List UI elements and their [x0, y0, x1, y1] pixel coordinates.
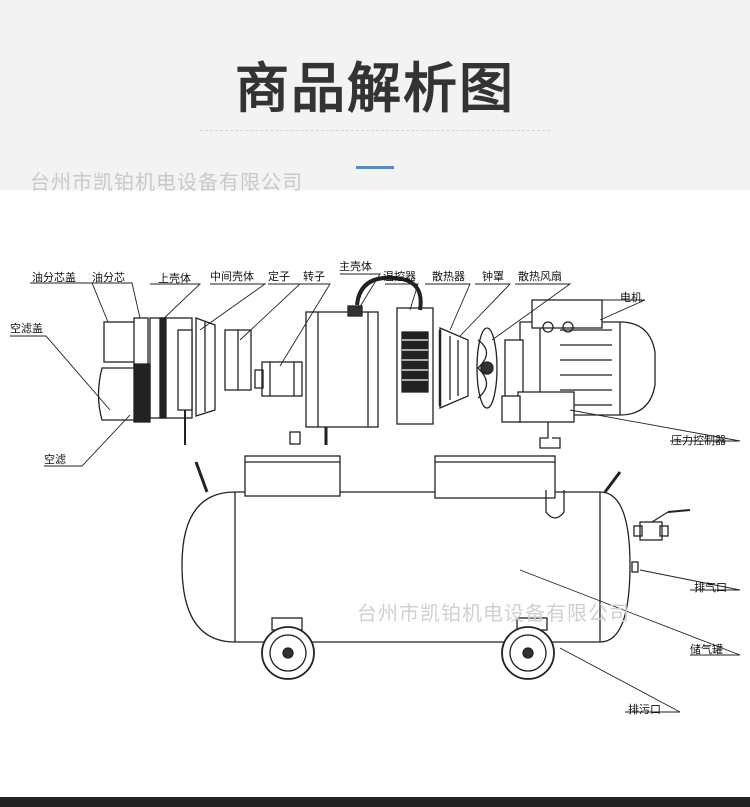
cooling-fan	[476, 327, 498, 409]
page-title: 商品解析图	[235, 57, 515, 120]
exploded-diagram: 油分芯盖 油分芯 上壳体 中间壳体 定子 转子 主壳体 温控器 散热器 钟罩 散…	[0, 190, 750, 807]
oil-core-cover	[103, 317, 149, 367]
diagram-drawing	[10, 273, 741, 713]
label-radiator: 散热器	[432, 270, 465, 283]
stator	[224, 329, 252, 391]
label-oil-core: 油分芯	[92, 271, 125, 284]
label-main-shell: 主壳体	[339, 260, 372, 273]
wheel-left	[261, 626, 315, 680]
radiator	[396, 307, 434, 425]
title-divider	[200, 130, 550, 131]
label-air-filter-cover: 空滤盖	[10, 322, 43, 335]
label-air-filter: 空滤	[44, 453, 66, 466]
diagram-watermark: 台州市凯铂机电设备有限公司	[357, 601, 630, 625]
upper-shell	[149, 317, 193, 445]
rotor	[254, 361, 303, 397]
pressure-controller	[501, 391, 575, 449]
label-thermostat: 温控器	[383, 270, 416, 283]
label-fan: 散热风扇	[518, 270, 562, 283]
title-accent-bar	[356, 166, 394, 169]
middle-shell	[195, 317, 216, 417]
main-shell	[289, 305, 379, 445]
label-upper-shell: 上壳体	[158, 272, 191, 285]
header-banner: 商品解析图	[0, 0, 750, 190]
air-filter	[97, 363, 151, 423]
wheel-right	[501, 626, 555, 680]
label-bell-cover: 钟罩	[482, 270, 504, 283]
label-stator: 定子	[268, 270, 290, 283]
label-middle-shell: 中间壳体	[210, 270, 254, 283]
label-pressure-controller: 压力控制器	[671, 434, 726, 447]
air-tank	[181, 461, 631, 643]
label-rotor: 转子	[303, 270, 325, 283]
motor	[504, 299, 656, 416]
bell-cover	[438, 327, 469, 409]
ball-valve	[633, 509, 691, 541]
label-motor: 电机	[620, 291, 642, 304]
header-watermark: 台州市凯铂机电设备有限公司	[30, 170, 303, 194]
label-tank: 储气罐	[690, 643, 723, 656]
bottom-bar	[0, 797, 750, 807]
label-exhaust-port: 排气口	[694, 581, 727, 594]
label-drain-port: 排污口	[628, 703, 661, 716]
label-oil-core-cover: 油分芯盖	[32, 271, 76, 284]
